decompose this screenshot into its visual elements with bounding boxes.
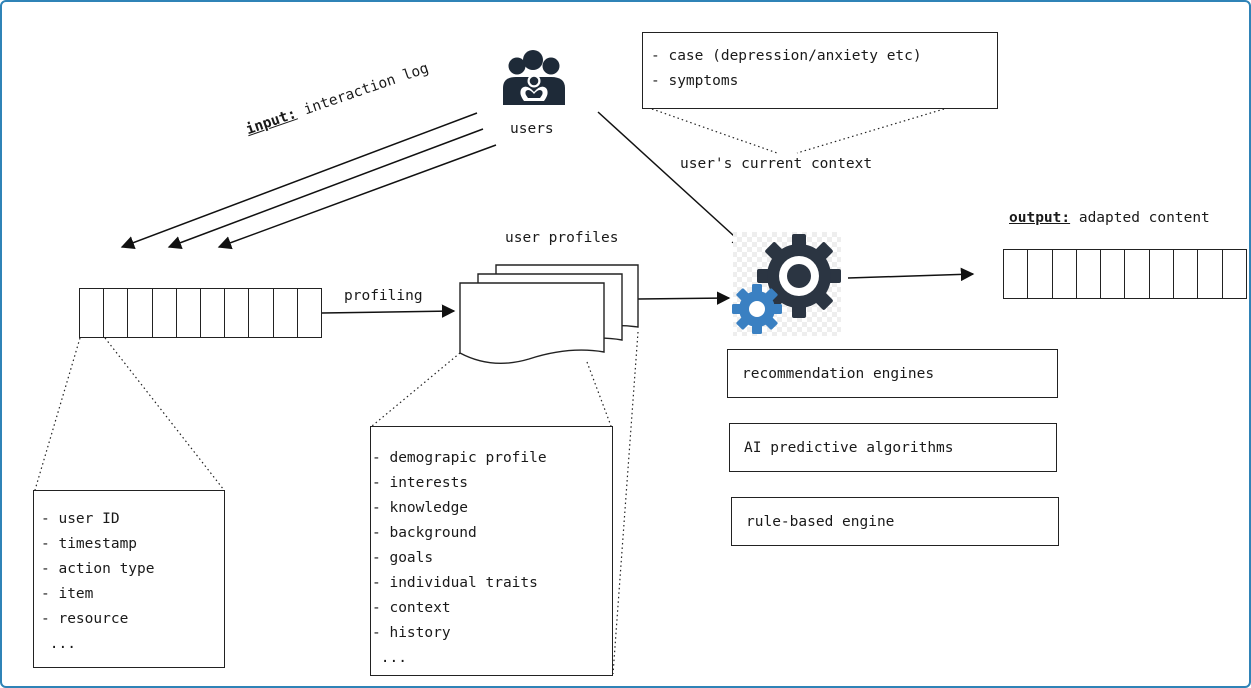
output-cell [1077, 250, 1102, 298]
output-cell [1223, 250, 1246, 298]
output-cell [1125, 250, 1150, 298]
output-content-strip [1003, 249, 1247, 299]
log-callout-right [104, 337, 225, 491]
profile-field: - background [372, 525, 477, 541]
input-arrow-2 [167, 128, 484, 250]
input-arrow-3 [217, 144, 497, 250]
context-arrow [597, 111, 746, 247]
profiles-callout-mid [586, 361, 612, 427]
user-profiles-document-icon [459, 264, 639, 364]
profile-field: - history [372, 625, 451, 641]
profile-field: ... [372, 650, 407, 666]
profiles-callout-left [371, 352, 461, 427]
log-field: ... [41, 636, 76, 652]
log-cell [128, 289, 153, 337]
log-callout-left [34, 337, 81, 491]
log-cell [201, 289, 226, 337]
profiles-to-engine-arrow [637, 291, 731, 305]
log-cell [153, 289, 177, 337]
gears-icon [732, 232, 841, 336]
log-field: - item [41, 586, 94, 602]
context-box: - case (depression/anxiety etc) - sympto… [642, 32, 998, 109]
output-cell [1004, 250, 1029, 298]
recommendation-engines-box: recommendation engines [727, 349, 1058, 398]
log-cell [104, 289, 129, 337]
context-line: - case (depression/anxiety etc) [651, 48, 922, 64]
context-callout-left [651, 108, 778, 154]
profile-field: - demograpic profile [372, 450, 547, 466]
context-callout-right [796, 108, 945, 154]
log-cell [274, 289, 298, 337]
output-cell [1028, 250, 1053, 298]
profiling-arrow [321, 304, 456, 318]
log-cell [249, 289, 274, 337]
profiles-callout-right [612, 331, 639, 675]
family-users-icon [503, 50, 565, 105]
profile-field: - knowledge [372, 500, 469, 516]
users-label: users [510, 121, 554, 137]
profile-fields-box: - demograpic profile - interests - knowl… [370, 426, 613, 676]
user-profiles-label: user profiles [505, 230, 619, 246]
context-label: user's current context [680, 156, 873, 172]
profile-field: - interests [372, 475, 469, 491]
profile-field: - goals [372, 550, 434, 566]
profiling-label: profiling [344, 288, 423, 304]
log-cell [80, 289, 105, 337]
output-text: adapted content [1070, 210, 1210, 226]
output-prefix: output: [1009, 210, 1071, 226]
log-cell [177, 289, 202, 337]
ai-predictive-algorithms-box: AI predictive algorithms [729, 423, 1057, 472]
engine-to-output-arrow [847, 267, 975, 282]
log-cell [225, 289, 250, 337]
log-field: - action type [41, 561, 155, 577]
output-cell [1174, 250, 1199, 298]
output-cell [1101, 250, 1126, 298]
log-field: - resource [41, 611, 129, 627]
input-arrow-1 [120, 112, 478, 250]
output-cell [1053, 250, 1077, 298]
output-label: output: adapted content [1009, 210, 1210, 226]
context-line: - symptoms [651, 73, 739, 89]
profile-field: - individual traits [372, 575, 538, 591]
rule-based-engine-box: rule-based engine [731, 497, 1059, 546]
log-cell [298, 289, 321, 337]
output-cell [1198, 250, 1223, 298]
log-field: - timestamp [41, 536, 138, 552]
output-cell [1150, 250, 1175, 298]
interaction-log-strip [79, 288, 322, 338]
log-field: - user ID [41, 511, 120, 527]
log-fields-box: - user ID - timestamp - action type - it… [33, 490, 225, 668]
profile-field: - context [372, 600, 451, 616]
